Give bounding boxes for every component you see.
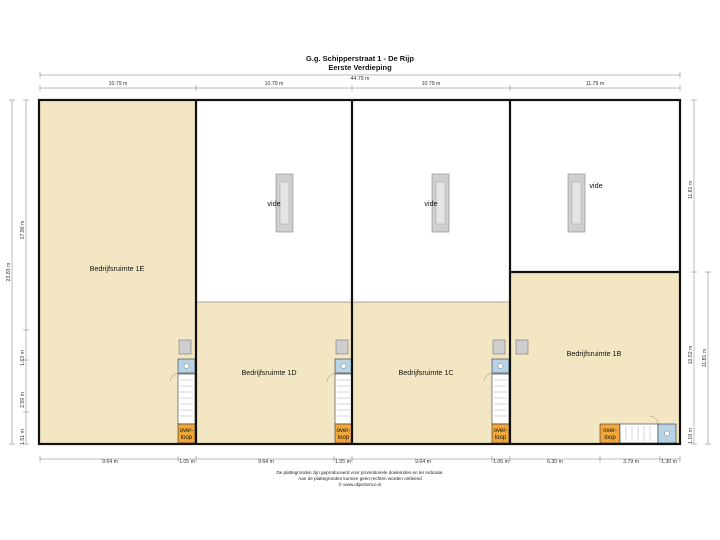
landing-label-1b-line2: loop [604, 435, 616, 441]
dim-bottom-6: 1.05 m [493, 459, 509, 465]
dim-top-2: 10.79 m [265, 81, 284, 87]
dimension-lines [9, 72, 711, 462]
dim-total-width: 44.79 m [351, 76, 370, 82]
dim-bottom-3: 9.64 m [258, 459, 274, 465]
room-1b-floor [511, 272, 679, 443]
room-1e-floor [40, 101, 195, 443]
room-1d-floor [197, 302, 351, 443]
dim-bottom-5: 9.64 m [415, 459, 431, 465]
column-1b [515, 339, 529, 355]
service-core-1d [326, 358, 353, 444]
void-beam-1 [275, 173, 294, 233]
plan-title: G.g. Schipperstraat 1 - De Rijp [306, 54, 414, 63]
walls [37, 98, 682, 446]
dim-bottom-8: 3.79 m [623, 459, 639, 465]
dim-bottom-4: 1.05 m [335, 459, 351, 465]
room-1c-floor [353, 302, 509, 443]
room-label-1b: Bedrijfsruimte 1B [567, 349, 622, 358]
landing-label-1e-line1: over- [180, 428, 194, 434]
landing-label-1c-line1: over- [494, 428, 508, 434]
service-core-1e [169, 358, 196, 444]
dim-bottom-2: 1.05 m [179, 459, 195, 465]
void-beam-3 [567, 173, 586, 233]
footer-disclaimer: De plattegronden zijn geproduceerd voor … [276, 470, 444, 475]
landing-label-1d-line2: loop [338, 435, 350, 441]
dim-left-total: 23.83 m [6, 263, 12, 282]
void-label-3: vide [589, 181, 602, 190]
landing-label-1d-line1: over- [337, 428, 351, 434]
dim-top-1: 10.79 m [109, 81, 128, 87]
dim-left-low: 2.59 m [20, 392, 26, 408]
footer-credit: © www.objectenco.nl [338, 482, 382, 487]
dim-right-upper: 11.81 m [688, 181, 694, 199]
room-label-1c: Bedrijfsruimte 1C [398, 368, 453, 377]
void-label-1: vide [267, 199, 280, 208]
dim-bottom-9: 1.30 m [661, 459, 677, 465]
plan-subtitle: Eerste Verdieping [328, 63, 392, 72]
dim-bottom-7: 6.30 m [547, 459, 563, 465]
dim-left-upper: 17.90 m [20, 221, 26, 240]
dim-bottom-1: 9.64 m [102, 459, 118, 465]
column-1e [178, 339, 192, 355]
column-1d [335, 339, 349, 355]
landing-label-1b-line1: over- [603, 428, 617, 434]
column-1c [492, 339, 506, 355]
landing-label-1e-line2: loop [181, 435, 193, 441]
dim-top-3: 10.79 m [422, 81, 441, 87]
dim-right-total: 11.81 m [702, 349, 708, 367]
dim-top-4: 11.79 m [586, 81, 604, 87]
service-core-1b [599, 415, 677, 444]
void-label-2: vide [424, 199, 437, 208]
room-label-1e: Bedrijfsruimte 1E [90, 264, 145, 273]
room-label-1d: Bedrijfsruimte 1D [241, 368, 296, 377]
dim-left-bottom: 1.51 m [20, 429, 26, 445]
void-beam-2 [431, 173, 450, 233]
dim-left-mid: 1.63 m [20, 350, 26, 366]
footer-rights: Aan de plattegronden kunnen geen rechten… [298, 476, 422, 481]
dim-right-bottom: 1.19 m [688, 428, 694, 444]
dim-right-mid: 10.52 m [688, 346, 694, 365]
landing-label-1c-line2: loop [495, 435, 507, 441]
